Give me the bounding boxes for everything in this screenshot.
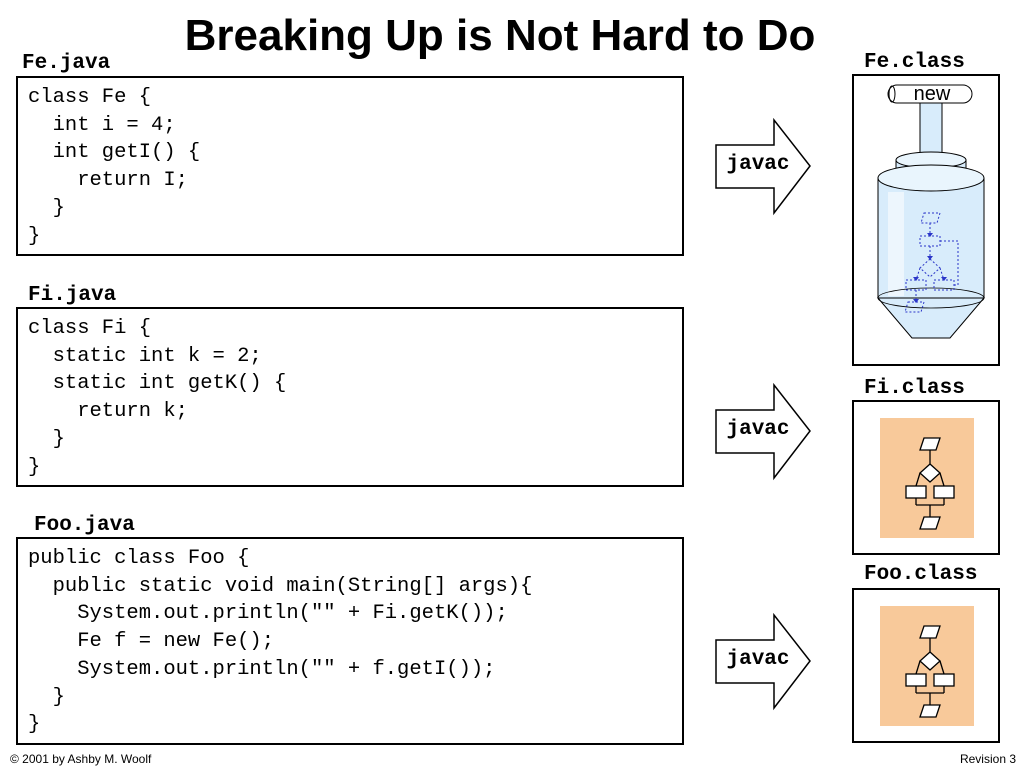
code-line: } — [28, 685, 65, 709]
code-box-foo: public class Foo { public static void ma… — [16, 537, 684, 745]
code-line: } — [28, 427, 65, 451]
code-line: System.out.println("" + f.getI()); — [28, 657, 496, 681]
code-line: } — [28, 713, 41, 737]
flowchart-icon — [880, 606, 974, 726]
code-line: } — [28, 455, 41, 479]
code-line: System.out.println("" + Fi.getK()); — [28, 602, 508, 626]
code-line: int getI() { — [28, 141, 201, 165]
code-line: public static void main(String[] args){ — [28, 574, 533, 598]
code-line: return k; — [28, 400, 188, 424]
javac-arrow-fe: javac — [714, 118, 814, 218]
page-title: Breaking Up is Not Hard to Do — [184, 11, 816, 60]
javac-label: javac — [726, 418, 790, 441]
class-box-foo — [852, 588, 1000, 743]
class-label-fe: Fe.class — [864, 51, 965, 74]
arrow-right-icon — [715, 383, 811, 481]
source-label-fi: Fi.java — [28, 284, 117, 307]
javac-arrow-fi: javac — [714, 383, 814, 483]
source-label-fe: Fe.java — [22, 52, 111, 75]
code-line: return I; — [28, 169, 188, 193]
javac-label: javac — [726, 648, 790, 671]
code-line: class Fe { — [28, 86, 152, 109]
class-label-foo: Foo.class — [864, 563, 978, 586]
javac-label: javac — [726, 153, 790, 176]
source-label-foo: Foo.java — [34, 514, 135, 537]
class-label-fi: Fi.class — [864, 377, 965, 400]
code-line: int i = 4; — [28, 113, 176, 137]
arrow-right-icon — [715, 118, 811, 216]
code-line: class Fi { — [28, 317, 152, 340]
copyright: © 2001 by Ashby M. Woolf — [10, 752, 152, 766]
code-line: } — [28, 224, 41, 248]
class-box-fi — [852, 400, 1000, 555]
code-line: static int getK() { — [28, 372, 287, 396]
arrow-right-icon — [715, 613, 811, 711]
class-box-fe: new — [852, 74, 1000, 366]
code-box-fe: class Fe { int i = 4; int getI() { retur… — [16, 76, 684, 256]
code-box-fi: class Fi { static int k = 2; static int … — [16, 307, 684, 487]
revision: Revision 3 — [959, 752, 1016, 766]
code-line: static int k = 2; — [28, 344, 262, 368]
code-line: } — [28, 196, 65, 220]
code-line: public class Foo { — [28, 547, 250, 570]
press-icon — [876, 84, 986, 339]
flowchart-icon — [880, 418, 974, 538]
code-line: Fe f = new Fe(); — [28, 630, 275, 654]
new-badge: new — [913, 83, 951, 105]
javac-arrow-foo: javac — [714, 613, 814, 713]
